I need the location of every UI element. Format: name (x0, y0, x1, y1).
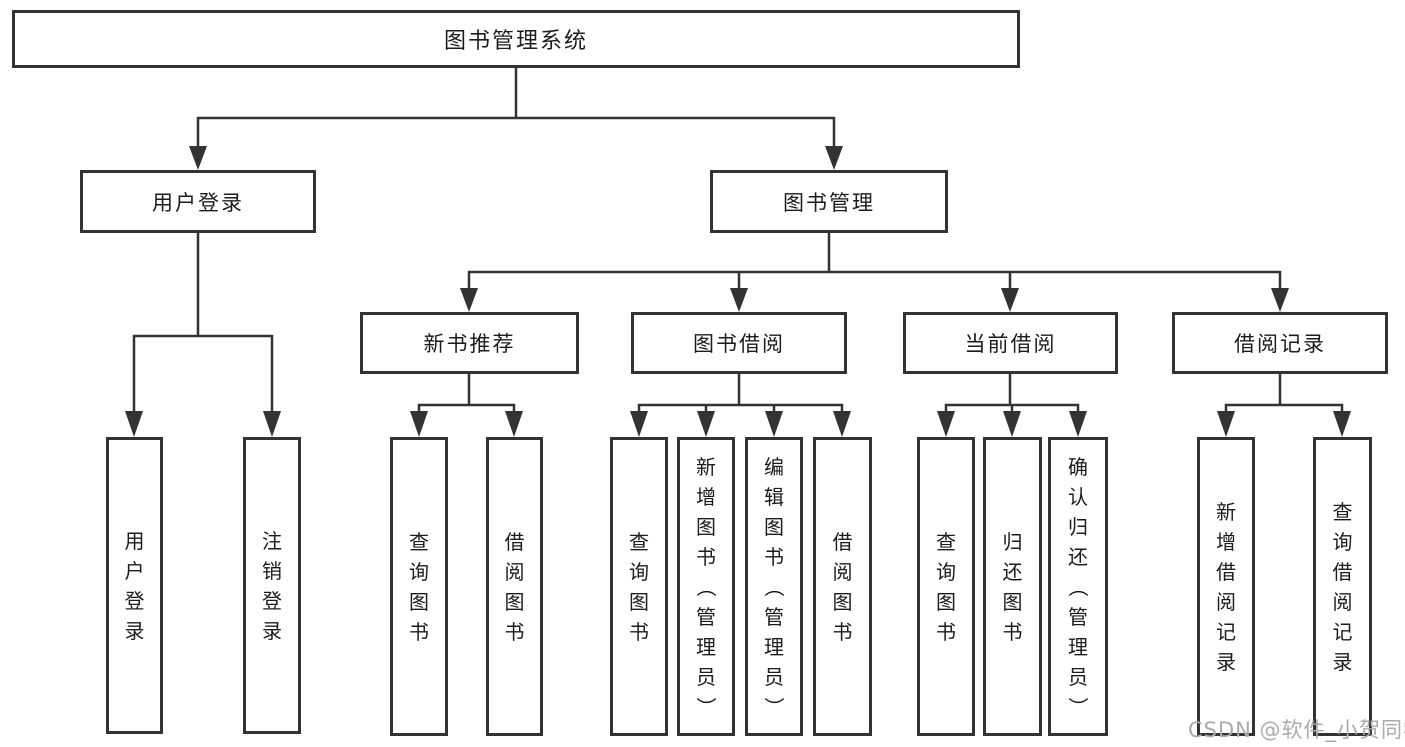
node-user-login-branch: 用户登录 (80, 170, 316, 233)
node-borrow-books-recommend: 借阅图书 (486, 437, 543, 736)
node-edit-book-admin: 编辑图书（管理员） (745, 437, 803, 736)
node-add-book-admin: 新增图书（管理员） (677, 437, 735, 736)
node-return-book: 归还图书 (983, 437, 1042, 736)
csdn-watermark: CSDN @软件_小贺同学 (1188, 718, 1405, 742)
node-book-borrowing: 图书借阅 (631, 312, 847, 374)
node-new-book-recommend: 新书推荐 (360, 312, 579, 374)
node-add-borrow-record: 新增借阅记录 (1197, 437, 1255, 736)
node-query-books-recommend: 查询图书 (390, 437, 448, 736)
node-library-management-system: 图书管理系统 (12, 10, 1020, 68)
node-borrow-records: 借阅记录 (1172, 312, 1388, 374)
node-confirm-return-admin: 确认归还（管理员） (1048, 437, 1108, 736)
node-query-books-borrowing: 查询图书 (610, 437, 668, 736)
node-query-books-current: 查询图书 (917, 437, 975, 736)
node-user-login: 用户登录 (106, 437, 163, 734)
node-borrow-books: 借阅图书 (813, 437, 872, 736)
node-logout: 注销登录 (243, 437, 301, 734)
node-book-management-branch: 图书管理 (710, 170, 948, 233)
node-current-borrowing: 当前借阅 (903, 312, 1118, 374)
node-query-borrow-record: 查询借阅记录 (1313, 437, 1372, 736)
